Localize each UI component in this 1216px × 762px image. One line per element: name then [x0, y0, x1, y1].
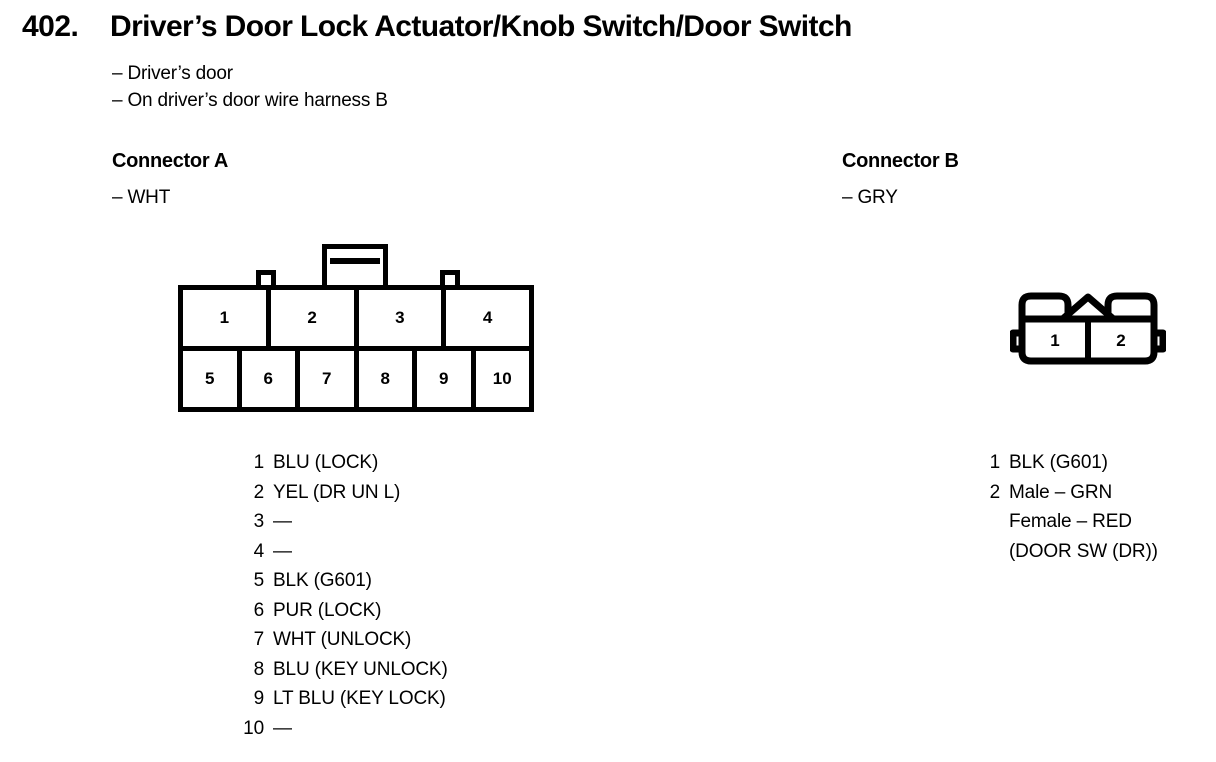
- connector-b-pin-list: 1 BLK (G601) 2 Male – GRN Female – RED (…: [968, 452, 1208, 570]
- pin-description: LT BLU (KEY LOCK): [273, 688, 446, 709]
- pin-number: 10: [243, 717, 264, 739]
- subtitle-line-1: – Driver’s door: [112, 63, 233, 84]
- page-title: 402. Driver’s Door Lock Actuator/Knob Sw…: [22, 10, 1202, 44]
- connector-b-pin-label: 2: [1116, 331, 1125, 350]
- pin-list-item: 4 —: [232, 541, 562, 571]
- pin-list-item: 7 WHT (UNLOCK): [232, 629, 562, 659]
- pin-list-item: 1 BLU (LOCK): [232, 452, 562, 482]
- connector-a-latch-slot: [330, 258, 380, 264]
- connector-a-latch-tab: [322, 244, 388, 288]
- title-text: Driver’s Door Lock Actuator/Knob Switch/…: [110, 10, 852, 43]
- pin-description-extra: (DOOR SW (DR)): [1009, 540, 1158, 562]
- pin-number: 8: [253, 658, 265, 680]
- pin-description: BLK (G601): [273, 570, 372, 591]
- pin-description: WHT (UNLOCK): [273, 629, 412, 650]
- pin-number: 3: [253, 511, 265, 532]
- connector-a-pin-cell: 10: [475, 351, 529, 407]
- item-number: 402.: [22, 10, 79, 43]
- connector-b-left-tab-slot-2: [1046, 302, 1054, 319]
- pin-list-item: 2 YEL (DR UN L): [232, 482, 562, 512]
- connector-b-color-note: – GRY: [842, 187, 898, 208]
- pin-number: 4: [253, 540, 265, 562]
- pin-list-item: 5 BLK (G601): [232, 570, 562, 600]
- connector-a-top-row: 1 2 3 4: [183, 290, 529, 351]
- pin-description: —: [273, 540, 292, 562]
- pin-list-item: 8 BLU (KEY UNLOCK): [232, 659, 562, 689]
- pin-description: BLU (KEY UNLOCK): [273, 658, 448, 680]
- pin-list-item: 9 LT BLU (KEY LOCK): [232, 688, 562, 718]
- connector-a-bottom-row: 5 6 7 8 9 10: [183, 351, 529, 407]
- pin-description: PUR (LOCK): [273, 599, 382, 621]
- pin-description: BLK (G601): [1009, 452, 1108, 473]
- connector-a-pin-list: 1 BLU (LOCK) 2 YEL (DR UN L) 3 — 4 — 5 B…: [232, 452, 562, 747]
- subtitle-line-2: – On driver’s door wire harness B: [112, 90, 388, 111]
- connector-a-notch-left: [256, 270, 276, 289]
- connector-a-pin-cell: 8: [358, 351, 417, 407]
- pin-number: 7: [253, 629, 265, 650]
- pin-description: Male – GRN: [1009, 481, 1113, 503]
- connector-b-pin-label: 1: [1050, 331, 1059, 350]
- pin-list-item: 6 PUR (LOCK): [232, 600, 562, 630]
- connector-a-notch-right: [440, 270, 460, 289]
- connector-a-pin-cell: 3: [358, 290, 447, 346]
- pin-number: 6: [253, 599, 265, 621]
- connector-a-pin-cell: 5: [183, 351, 242, 407]
- pin-list-item: 1 BLK (G601): [968, 452, 1208, 482]
- pin-number: 1: [989, 452, 1001, 473]
- connector-b-right-tab-slot-2: [1132, 302, 1140, 319]
- connector-b-diagram: 1 2: [1010, 283, 1166, 373]
- connector-b-shape: 1 2: [1010, 292, 1166, 365]
- connector-a-pin-cell: 4: [446, 290, 529, 346]
- connector-b-right-tab-slot-1: [1116, 302, 1124, 319]
- connector-a-pin-cell: 7: [300, 351, 359, 407]
- connector-a-pin-cell: 6: [241, 351, 300, 407]
- pin-number: 2: [989, 481, 1001, 503]
- connector-a-color-note: – WHT: [112, 187, 171, 208]
- pin-number: 2: [253, 481, 265, 503]
- connector-b-left-tab-slot-1: [1030, 302, 1038, 319]
- pin-list-item: 3 —: [232, 511, 562, 541]
- pin-number: 5: [253, 570, 265, 591]
- pin-description: —: [273, 511, 292, 532]
- connector-a-pin-cell: 9: [417, 351, 476, 407]
- pin-description: YEL (DR UN L): [273, 481, 401, 503]
- pin-description: BLU (LOCK): [273, 452, 379, 473]
- pin-list-item: 10 —: [232, 718, 562, 748]
- connector-b-heading: Connector B: [842, 150, 959, 172]
- pin-number: 1: [253, 452, 265, 473]
- connector-a-pin-cell: 2: [270, 290, 359, 346]
- connector-a-diagram: 1 2 3 4 5 6 7 8 9 10: [178, 244, 534, 412]
- pin-number: 9: [253, 688, 265, 709]
- pin-description-extra: Female – RED: [1009, 511, 1132, 532]
- connector-a-body: 1 2 3 4 5 6 7 8 9 10: [178, 285, 534, 412]
- pin-list-item: 2 Male – GRN: [968, 482, 1208, 512]
- pin-description: —: [273, 717, 292, 739]
- connector-a-heading: Connector A: [112, 150, 228, 172]
- connector-a-pin-cell: 1: [183, 290, 271, 346]
